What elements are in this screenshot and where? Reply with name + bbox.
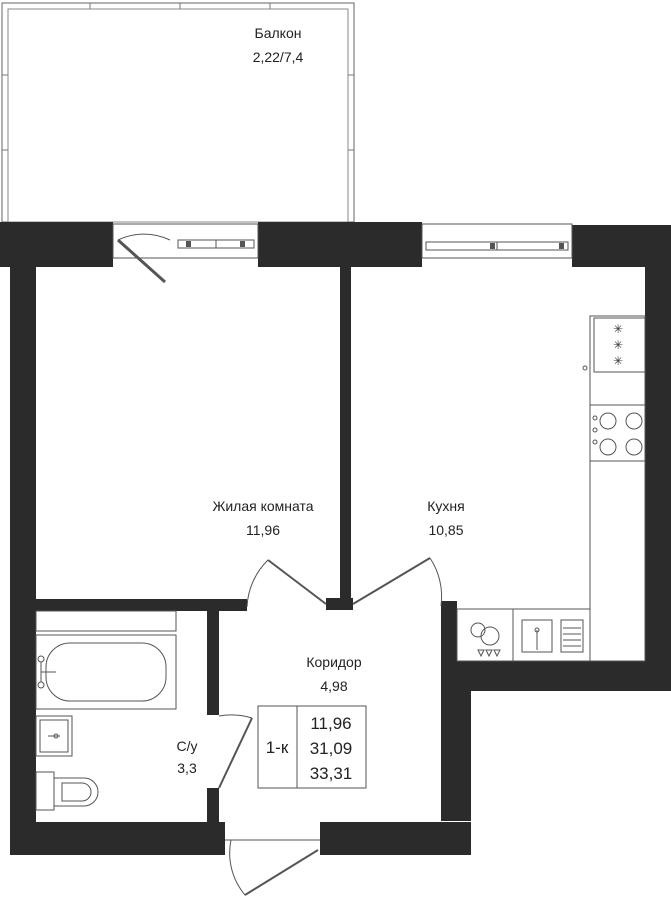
wall-top-left [0,222,113,267]
wall-corridor-right-thick [441,661,471,821]
bathroom-fixtures [35,610,177,811]
wall-left [10,265,36,855]
bathroom-name: С/у [177,738,198,754]
wall-living-bathroom [36,599,247,611]
summary-box [257,705,367,789]
area-without-balcony-value: 31,09 [310,739,353,758]
wall-living-kitchen-end [326,598,353,610]
apartment-summary: 1-к 11,96 31,09 33,31 [257,705,367,789]
balcony-inner-outline [7,8,349,223]
living-window [112,223,259,259]
wall-top-middle [258,222,422,267]
fridge-snowflake-icons: ✳ ✳ ✳ [613,322,623,368]
wall-bathroom-corridor-upper [207,611,219,715]
corridor-name: Коридор [306,654,362,670]
doors [218,557,443,896]
entrance-door [225,839,320,896]
kitchen-name: Кухня [427,498,464,514]
bathtub [35,634,177,710]
svg-text:✳: ✳ [613,322,623,336]
bathroom-area: 3,3 [177,760,197,776]
wall-bottom-right [320,822,471,855]
washbasin [35,715,73,757]
living-area-value: 11,96 [310,714,351,733]
kitchen-counter [589,315,646,662]
wall-right [645,225,671,661]
balcony-area: 2,22/7,4 [253,49,304,65]
refrigerator [593,317,646,373]
wall-bottom-left [10,822,225,855]
windows [112,223,573,284]
balcony-door [117,233,171,284]
stove [589,404,646,462]
total-area-value: 33,31 [310,764,353,783]
room-labels: Балкон 2,22/7,4 Жилая комната 11,96 Кухн… [177,25,465,776]
walls [0,222,671,855]
balcony-glazing [2,3,354,151]
svg-text:✳: ✳ [613,338,623,352]
bathroom-shelf [35,610,177,632]
dishwasher [456,608,514,662]
kitchen-furniture: ✳ ✳ ✳ [456,315,646,662]
balcony [1,2,355,223]
kitchen-door [352,557,443,607]
corridor-area: 4,98 [320,678,347,694]
kitchen-sink [512,608,591,662]
apartment-type: 1-к [266,738,289,757]
bathtub-faucet-icon [37,655,56,689]
bathtub-basin [45,642,167,702]
balcony-name: Балкон [255,25,302,41]
stove-burners [592,412,643,456]
living-room-name: Жилая комната [212,498,313,514]
svg-text:✳: ✳ [613,354,623,368]
sink-drainer [560,619,584,653]
living-room-area: 11,96 [246,522,280,538]
living-room-door [246,559,327,608]
kitchen-area: 10,85 [428,522,463,538]
bathroom-door [218,714,253,789]
wall-living-kitchen [340,265,351,598]
kitchen-window [421,223,573,259]
wall-bathroom-corridor-lower [207,788,219,822]
toilet [35,771,99,811]
wall-right-step [457,661,671,691]
